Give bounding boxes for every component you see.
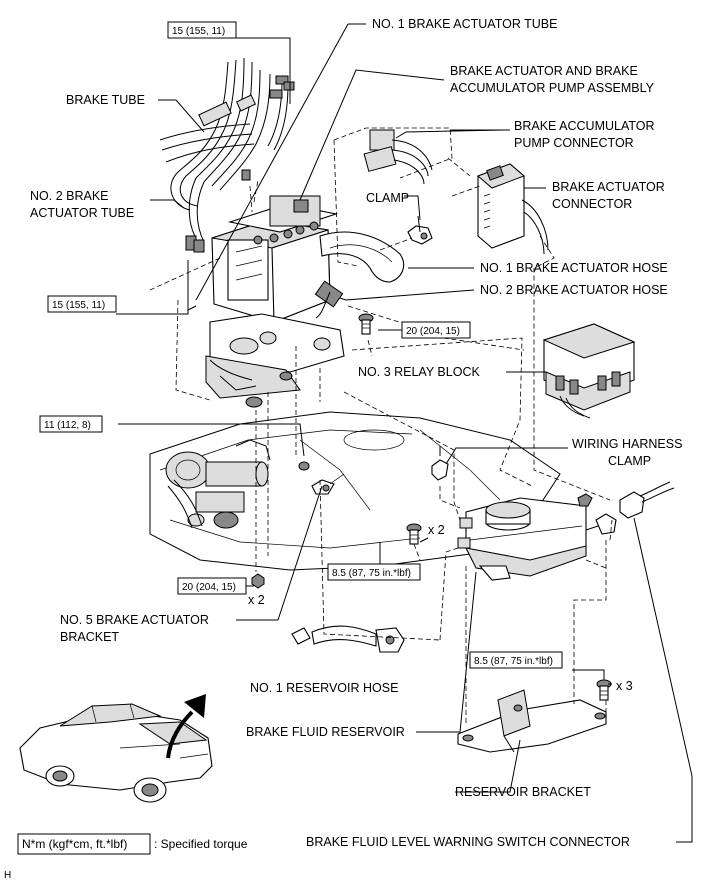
label-actuator-connector-line2: CONNECTOR [552, 197, 632, 211]
legend-torque-units: N*m (kgf*cm, ft.*lbf) [22, 837, 127, 851]
qty-reservoir-bracket-bolt: x 3 [616, 679, 633, 693]
svg-text:15 (155, 11): 15 (155, 11) [172, 26, 225, 37]
torque-spec-actuator-bolt: 20 (204, 15) [401, 321, 471, 339]
actuator-connector [477, 163, 549, 255]
torque-legend: N*m (kgf*cm, ft.*lbf) : Specified torque [17, 833, 248, 855]
level-switch-connector [619, 481, 675, 519]
label-assembly-line1: BRAKE ACTUATOR AND BRAKE [450, 64, 638, 78]
torque-spec-left: 15 (155, 11) [47, 295, 117, 313]
label-no2-actuator-hose: NO. 2 BRAKE ACTUATOR HOSE [480, 283, 668, 297]
label-no2-tube-line2: ACTUATOR TUBE [30, 206, 134, 220]
svg-text:20 (204, 15): 20 (204, 15) [406, 326, 460, 337]
reservoir-hose [291, 625, 405, 653]
actuator-bracket [205, 313, 345, 408]
svg-text:11 (112, 8): 11 (112, 8) [44, 420, 91, 431]
torque-spec-lower-nut: 20 (204, 15) [177, 577, 247, 595]
reservoir-bolt [406, 523, 422, 545]
label-reservoir-hose: NO. 1 RESERVOIR HOSE [250, 681, 398, 695]
label-relay-block: NO. 3 RELAY BLOCK [358, 365, 480, 379]
leader-lines [116, 23, 693, 843]
footer-mark: H [4, 870, 11, 881]
label-harness-clamp-line2: CLAMP [608, 454, 651, 468]
qty-reservoir-bolt: x 2 [428, 523, 445, 537]
svg-text:20 (204, 15): 20 (204, 15) [182, 582, 236, 593]
torque-spec-reservoir: 8.5 (87, 75 in.*lbf) [327, 563, 421, 581]
actuator-hose [319, 231, 405, 283]
svg-text:15 (155, 11): 15 (155, 11) [52, 300, 105, 311]
label-assembly-line2: ACCUMULATOR PUMP ASSEMBLY [450, 81, 655, 95]
relay-block [542, 323, 636, 419]
torque-spec-top: 15 (155, 11) [167, 21, 237, 39]
brake-actuator-assembly [211, 195, 344, 323]
torque-spec-bracket: 11 (112, 8) [39, 415, 103, 433]
legend-description: : Specified torque [154, 837, 248, 851]
torque-spec-reservoir-bracket: 8.5 (87, 75 in.*lbf) [469, 651, 563, 669]
label-no5-bracket-line2: BRACKET [60, 630, 119, 644]
label-harness-clamp-line1: WIRING HARNESS [572, 437, 682, 451]
reservoir-bracket-bolt [596, 679, 612, 701]
brake-fluid-reservoir [457, 497, 613, 581]
pump-connector [363, 129, 433, 185]
label-pump-connector-line1: BRAKE ACCUMULATOR [514, 119, 655, 133]
label-actuator-connector-line1: BRAKE ACTUATOR [552, 180, 665, 194]
lower-nut [251, 573, 265, 589]
vehicle-illustration [19, 703, 213, 803]
label-brake-tube: BRAKE TUBE [66, 93, 145, 107]
label-level-switch-connector: BRAKE FLUID LEVEL WARNING SWITCH CONNECT… [306, 835, 630, 849]
label-clamp: CLAMP [366, 191, 409, 205]
label-reservoir-bracket: RESERVOIR BRACKET [455, 785, 591, 799]
actuator-bolt [358, 313, 374, 335]
svg-text:8.5 (87, 75 in.*lbf): 8.5 (87, 75 in.*lbf) [332, 568, 411, 579]
reservoir-bracket [457, 689, 607, 753]
qty-lower-nut: x 2 [248, 593, 265, 607]
label-fluid-reservoir: BRAKE FLUID RESERVOIR [246, 725, 405, 739]
svg-text:8.5 (87, 75 in.*lbf): 8.5 (87, 75 in.*lbf) [474, 656, 553, 667]
label-no2-tube-line1: NO. 2 BRAKE [30, 189, 109, 203]
label-pump-connector-line2: PUMP CONNECTOR [514, 136, 634, 150]
direction-arrow-icon [166, 694, 206, 759]
brake-tube-bundle [159, 57, 295, 253]
label-no1-actuator-tube: NO. 1 BRAKE ACTUATOR TUBE [372, 17, 557, 31]
clamp [407, 215, 433, 245]
label-no5-bracket-line1: NO. 5 BRAKE ACTUATOR [60, 613, 209, 627]
wiring-harness-clamp [431, 446, 449, 481]
assembly-guide-lines [149, 127, 613, 724]
label-no1-actuator-hose: NO. 1 BRAKE ACTUATOR HOSE [480, 261, 668, 275]
